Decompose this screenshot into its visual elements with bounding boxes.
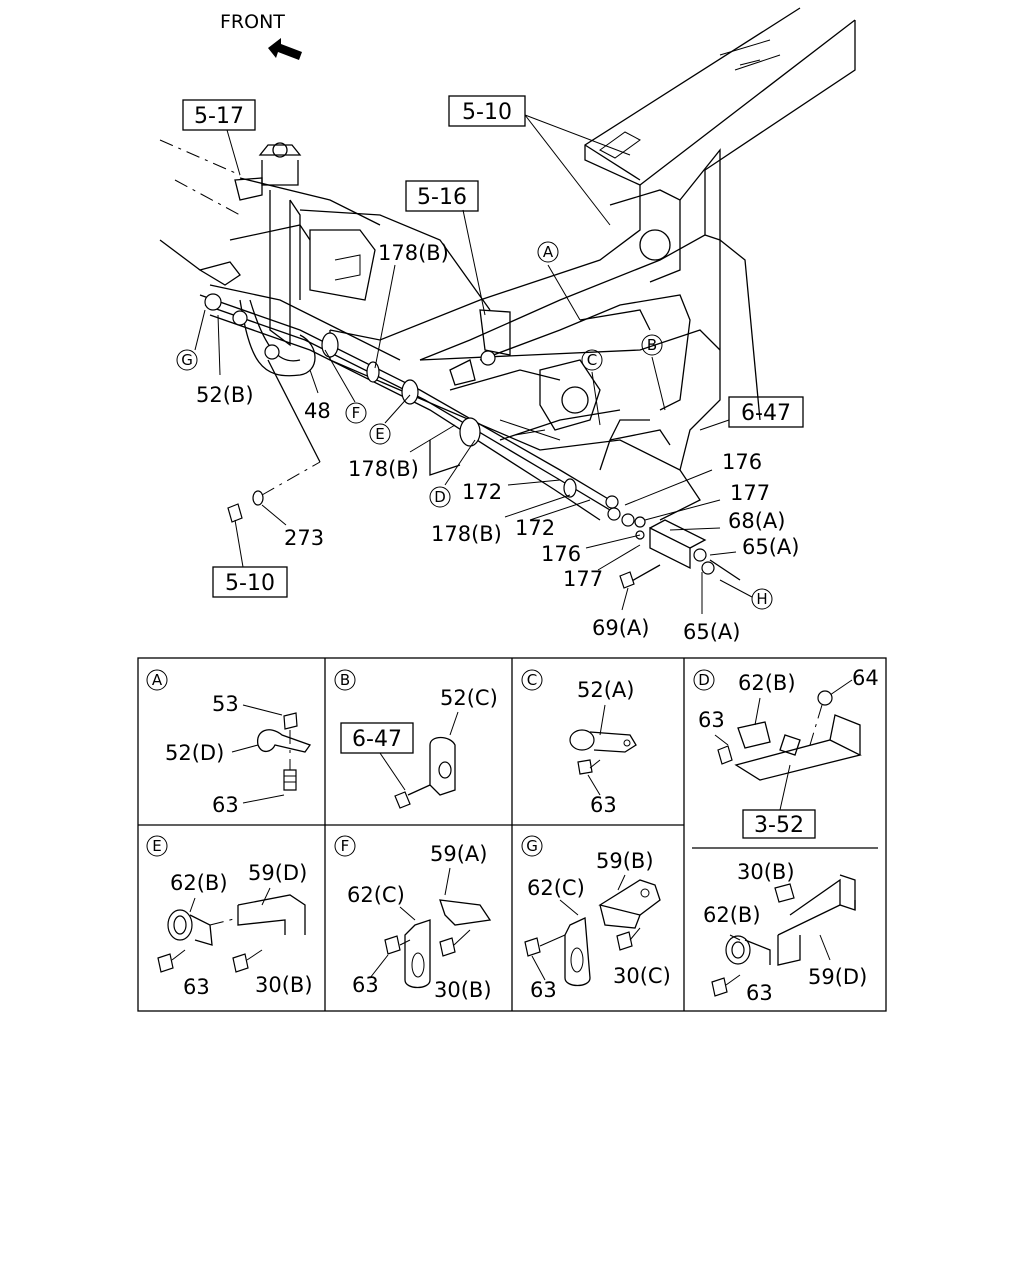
svg-text:62(C): 62(C) <box>527 876 585 900</box>
svg-text:B: B <box>647 336 657 354</box>
part-label: 177 <box>563 567 603 591</box>
svg-text:59(B): 59(B) <box>596 849 654 873</box>
svg-text:A: A <box>152 671 163 689</box>
svg-text:59(D): 59(D) <box>808 965 867 989</box>
svg-text:62(B): 62(B) <box>703 903 761 927</box>
part-label: 65(A) <box>683 620 740 644</box>
marker-h: H <box>751 588 773 610</box>
svg-text:B: B <box>340 671 350 689</box>
detail-b: B 52(C) 6-47 <box>334 669 498 809</box>
svg-text:30(C): 30(C) <box>613 964 671 988</box>
svg-text:53: 53 <box>212 692 239 716</box>
part-label: 68(A) <box>728 509 785 533</box>
marker-g: G <box>176 349 198 371</box>
svg-text:59(A): 59(A) <box>430 842 487 866</box>
part-label: 176 <box>722 450 762 474</box>
front-label: FRONT <box>220 11 285 33</box>
svg-text:A: A <box>543 243 554 261</box>
ref-label-3-52: 3-52 <box>754 813 804 838</box>
ref-box-5-10-top[interactable] <box>448 95 526 127</box>
svg-text:30(B): 30(B) <box>434 978 492 1002</box>
svg-text:62(C): 62(C) <box>347 883 405 907</box>
detail-e: E 62(B) 59(D) 63 30(B) <box>146 835 313 999</box>
svg-text:63: 63 <box>698 708 725 732</box>
svg-text:D: D <box>434 488 446 506</box>
svg-text:30(B): 30(B) <box>255 973 313 997</box>
part-label: 65(A) <box>742 535 799 559</box>
part-label: 273 <box>284 526 324 550</box>
ref-label-6-47: 6-47 <box>741 401 791 426</box>
part-label: 52(B) <box>196 383 254 407</box>
detail-grid <box>137 657 887 1012</box>
chassis-frame-drawing <box>159 7 856 589</box>
leader-lines <box>194 114 753 614</box>
ref-box-5-10-bottom[interactable] <box>212 566 288 598</box>
svg-text:C: C <box>527 671 537 689</box>
ref-box-3-52[interactable] <box>742 809 816 839</box>
detail-g: G 59(B) 62(C) 63 30(C) <box>521 835 671 1002</box>
part-label: 178(B) <box>378 241 449 265</box>
detail-d-variant: 30(B) 62(B) 63 59(D) <box>703 860 867 1005</box>
ref-box-6-47-detail[interactable] <box>340 722 414 754</box>
marker-c: C <box>581 349 603 371</box>
ref-box-5-16[interactable] <box>405 180 479 212</box>
detail-d: D 62(B) 64 63 3-52 <box>693 666 879 839</box>
svg-text:63: 63 <box>212 793 239 817</box>
part-label: 177 <box>730 481 770 505</box>
svg-text:64: 64 <box>852 666 879 690</box>
marker-d: D <box>429 486 451 508</box>
ref-label-5-17: 5-17 <box>194 104 244 129</box>
part-label: 172 <box>462 480 502 504</box>
part-label: 172 <box>515 516 555 540</box>
svg-text:G: G <box>181 351 193 369</box>
svg-text:63: 63 <box>590 793 617 817</box>
svg-text:62(B): 62(B) <box>738 671 796 695</box>
svg-text:E: E <box>152 837 161 855</box>
svg-text:30(B): 30(B) <box>737 860 795 884</box>
svg-text:63: 63 <box>352 973 379 997</box>
ref-box-6-47[interactable] <box>728 396 804 428</box>
svg-text:59(D): 59(D) <box>248 861 307 885</box>
ref-label-5-10-top: 5-10 <box>462 100 512 125</box>
ref-label-5-16: 5-16 <box>417 185 467 210</box>
part-label: 178(B) <box>431 522 502 546</box>
marker-a: A <box>537 241 559 263</box>
detail-c: C 52(A) 63 <box>521 669 637 817</box>
marker-e: E <box>369 423 391 445</box>
ref-label-5-10-bottom: 5-10 <box>225 571 275 596</box>
svg-text:52(A): 52(A) <box>577 678 634 702</box>
svg-text:C: C <box>587 351 597 369</box>
part-label: 48 <box>304 399 331 423</box>
detail-f: F 59(A) 62(C) 63 30(B) <box>334 835 492 1002</box>
svg-text:62(B): 62(B) <box>170 871 228 895</box>
svg-text:F: F <box>352 404 361 422</box>
marker-f: F <box>345 402 367 424</box>
svg-text:63: 63 <box>183 975 210 999</box>
part-label: 69(A) <box>592 616 649 640</box>
svg-text:52(C): 52(C) <box>440 686 498 710</box>
svg-text:G: G <box>526 837 538 855</box>
marker-b: B <box>641 334 663 356</box>
svg-text:H: H <box>756 590 767 608</box>
svg-text:52(D): 52(D) <box>165 741 224 765</box>
svg-text:F: F <box>341 837 350 855</box>
svg-text:D: D <box>698 671 710 689</box>
part-label: 176 <box>541 542 581 566</box>
part-label: 178(B) <box>348 457 419 481</box>
detail-a: A 53 52(D) 63 <box>146 669 312 817</box>
ref-box-5-17[interactable] <box>182 99 256 131</box>
ref-label-6-47-detail: 6-47 <box>352 727 402 752</box>
front-arrow-icon <box>268 38 302 60</box>
svg-text:E: E <box>375 425 384 443</box>
svg-text:63: 63 <box>530 978 557 1002</box>
svg-text:63: 63 <box>746 981 773 1005</box>
